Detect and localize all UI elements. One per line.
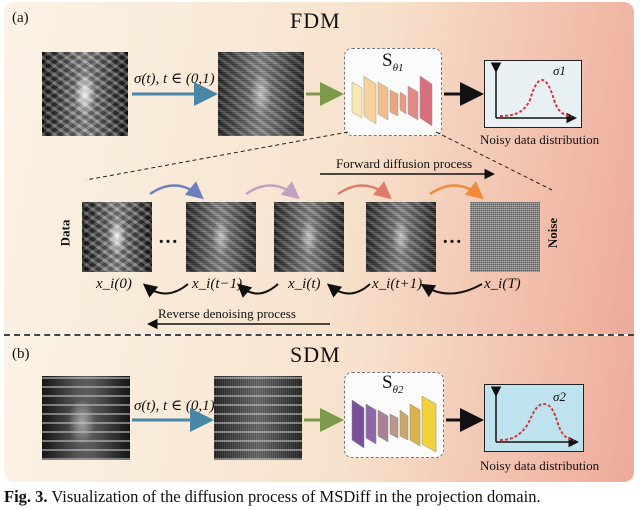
state-label-0: x_i(0) (96, 276, 132, 292)
sdm-sigma-label: σ2 (553, 389, 566, 404)
fdm-network-symbol: Sθ1 (382, 50, 404, 74)
fdm-sigma-label: σ1 (553, 63, 566, 78)
fdm-distribution-axes (490, 62, 577, 124)
panel-a-title: FDM (290, 8, 341, 33)
ellipsis-1: … (158, 226, 179, 248)
fdm-input-projection (42, 52, 128, 136)
panel-b-label: (b) (12, 346, 30, 362)
state-label-2: x_i(t) (288, 276, 321, 292)
sdm-distribution-axes (490, 386, 579, 448)
forward-arc-4 (429, 181, 484, 200)
forward-arc-3 (337, 181, 392, 200)
forward-arc-2 (245, 181, 300, 200)
figure-caption: Fig. 3. Visualization of the diffusion p… (4, 487, 541, 507)
state-xT-image (470, 202, 540, 272)
sdm-distribution-caption: Noisy data distribution (480, 458, 600, 473)
state-label-4: x_i(T) (484, 276, 521, 292)
forward-process-label: Forward diffusion process (336, 156, 473, 171)
state-label-1: x_i(t−1) (192, 276, 243, 292)
sdm-network-layers (351, 395, 437, 453)
state-xt-plus-1-image (366, 202, 436, 272)
sdm-distribution-curve (499, 402, 575, 441)
state-x0-image (82, 202, 152, 272)
reverse-arc-1 (142, 283, 189, 298)
state-xt-image (274, 202, 344, 272)
sdm-network-symbol: Sθ2 (382, 372, 404, 396)
reverse-arc-2 (237, 283, 279, 298)
ellipsis-2: … (442, 226, 463, 248)
caption-prefix: Fig. 3. (4, 487, 48, 506)
reverse-arc-3 (326, 283, 371, 298)
panel-b-title: SDM (290, 342, 341, 367)
sdm-input-projection (42, 376, 130, 460)
fdm-network-layers (351, 75, 433, 127)
caption-text: Visualization of the diffusion process o… (47, 487, 541, 506)
reverse-arc-4 (420, 283, 483, 298)
panel-a-label: (a) (12, 10, 29, 26)
state-xt-minus-1-image (186, 202, 256, 272)
state-label-3: x_i(t+1) (372, 276, 423, 292)
fdm-distribution-caption: Noisy data distribution (480, 132, 600, 147)
forward-arc-1 (149, 181, 204, 200)
zoom-line-right (435, 131, 553, 191)
reverse-process-label: Reverse denoising process (158, 306, 296, 321)
zoom-line-left (85, 131, 349, 181)
panel-separator (4, 334, 634, 336)
fdm-distribution-curve (499, 78, 573, 117)
fdm-noisy-projection (218, 52, 304, 136)
sdm-noisy-projection (214, 376, 302, 460)
